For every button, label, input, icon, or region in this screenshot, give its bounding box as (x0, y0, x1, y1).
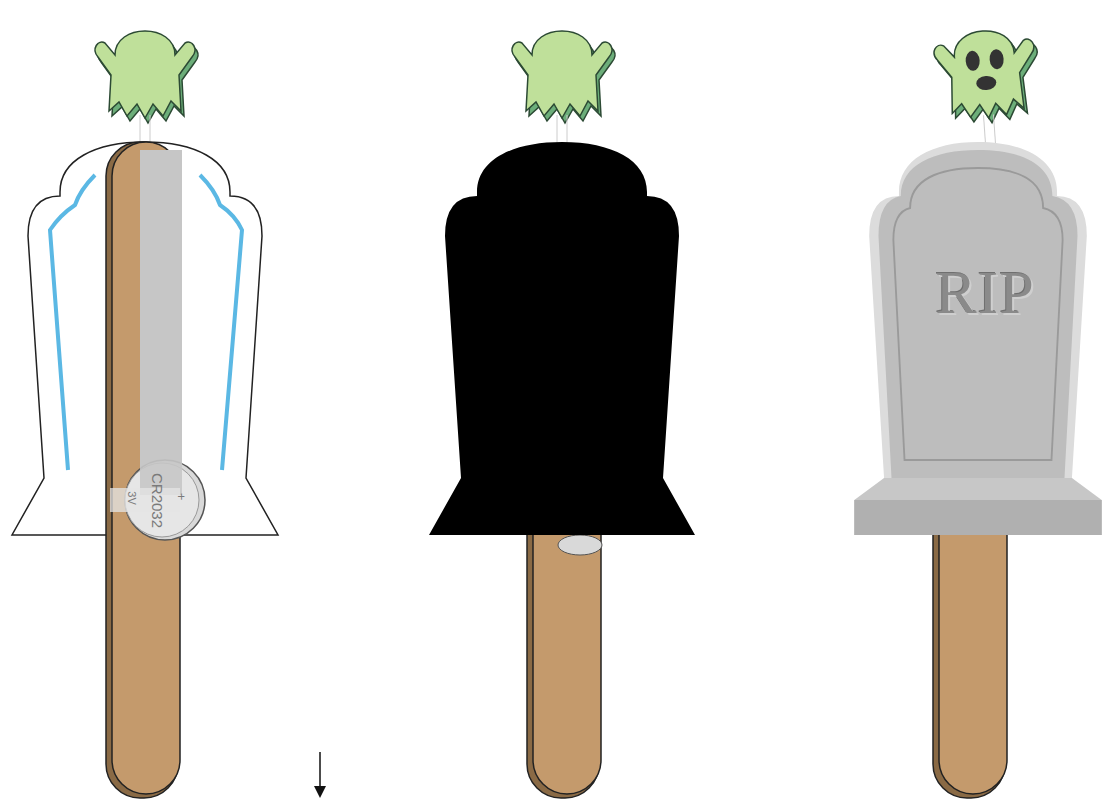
panel-one (12, 31, 326, 798)
battery-marking: + (175, 492, 190, 500)
battery-marking: 3V (126, 491, 138, 504)
engraved-text: RIP (935, 257, 1034, 328)
battery-marking: CR2032 (149, 472, 166, 527)
panel-two (429, 31, 695, 798)
tombstone-face: RIP (927, 253, 1042, 332)
panel-three (854, 27, 1101, 798)
